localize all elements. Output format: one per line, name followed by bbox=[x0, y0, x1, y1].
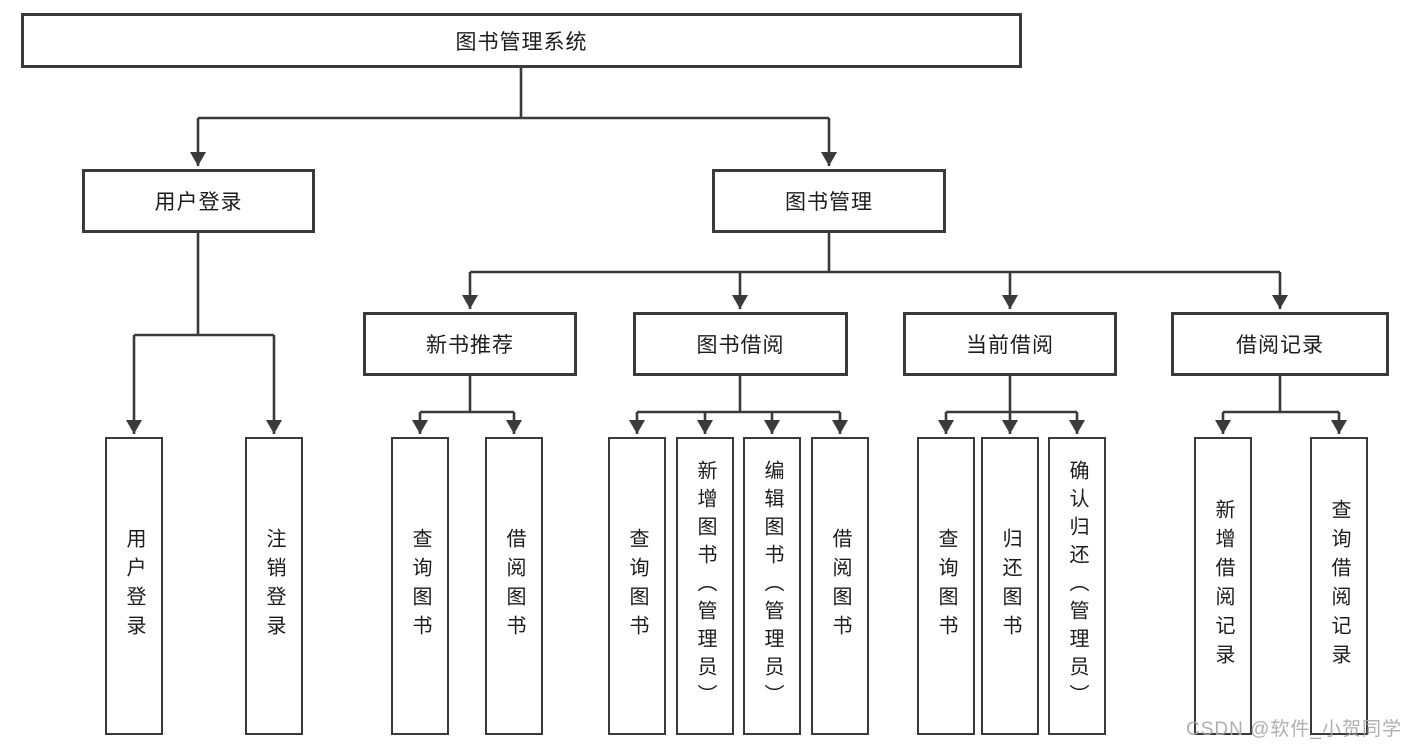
node-book-borrowing: 图书借阅 bbox=[633, 312, 848, 376]
node-leaf-query-books-2: 查询图书 bbox=[608, 437, 666, 735]
node-leaf-query-borrow-record: 查询借阅记录 bbox=[1310, 437, 1368, 735]
node-current-borrowing: 当前借阅 bbox=[903, 312, 1117, 376]
node-book-management: 图书管理 bbox=[712, 169, 946, 233]
node-leaf-return-books: 归还图书 bbox=[981, 437, 1039, 735]
csdn-watermark: CSDN @软件_小贺同学 bbox=[1186, 719, 1402, 740]
node-leaf-user-login: 用户登录 bbox=[105, 437, 163, 735]
node-leaf-edit-books-admin: 编辑图书（管理员） bbox=[743, 437, 801, 735]
node-leaf-confirm-return-admin: 确认归还（管理员） bbox=[1048, 437, 1106, 735]
node-leaf-query-books-3: 查询图书 bbox=[917, 437, 975, 735]
node-new-book-recommendation: 新书推荐 bbox=[363, 312, 577, 376]
node-user-login: 用户登录 bbox=[82, 169, 315, 233]
node-leaf-logout: 注销登录 bbox=[245, 437, 303, 735]
node-book-management-system: 图书管理系统 bbox=[21, 13, 1022, 68]
node-borrowing-records: 借阅记录 bbox=[1171, 312, 1389, 376]
node-leaf-add-borrow-record: 新增借阅记录 bbox=[1194, 437, 1252, 735]
node-leaf-borrow-books-2: 借阅图书 bbox=[811, 437, 869, 735]
node-leaf-borrow-books-1: 借阅图书 bbox=[485, 437, 543, 735]
connector-bus-lines bbox=[134, 68, 1339, 414]
node-leaf-add-books-admin: 新增图书（管理员） bbox=[676, 437, 734, 735]
node-leaf-query-books-1: 查询图书 bbox=[391, 437, 449, 735]
